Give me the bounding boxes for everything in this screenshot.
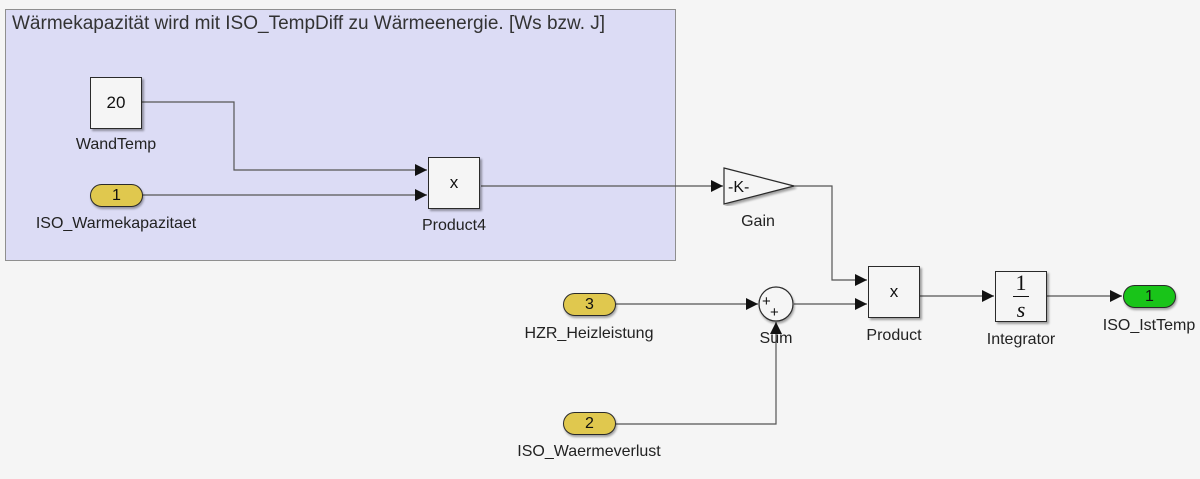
inport-warmekapazitaet[interactable]: 1	[90, 184, 143, 207]
fraction-bar	[1013, 295, 1029, 298]
block-label-heizleistung: HZR_Heizleistung	[524, 325, 654, 342]
block-label-product4: Product4	[421, 217, 487, 234]
outport-isttemp[interactable]: 1	[1123, 285, 1176, 308]
block-label-wandtemp: WandTemp	[75, 136, 157, 153]
port-number: 2	[585, 414, 594, 432]
integrator-transfer-function: 1 s	[1013, 269, 1029, 323]
line-wandtemp-product4[interactable]	[142, 101, 427, 176]
integrator-denominator: s	[1016, 297, 1026, 323]
inport-waermeverlust[interactable]: 2	[563, 412, 616, 435]
product-block-product4[interactable]: x	[428, 157, 480, 209]
block-label-sum: Sum	[759, 330, 793, 347]
block-label-warmekapazitaet: ISO_Warmekapazitaet	[35, 215, 197, 232]
block-label-gain: Gain	[741, 213, 775, 230]
block-label-isttemp: ISO_IstTemp	[1102, 317, 1196, 334]
gain-block[interactable]: -K-	[722, 166, 798, 206]
multiply-icon: x	[449, 173, 459, 192]
gain-symbol: -K-	[728, 179, 749, 196]
inport-heizleistung[interactable]: 3	[563, 293, 616, 316]
sum-sign-1: +	[762, 293, 771, 310]
block-label-waermeverlust: ISO_Waermeverlust	[517, 443, 661, 460]
constant-value: 20	[106, 93, 126, 112]
area-title: Wärmekapazität wird mit ISO_TempDiff zu …	[12, 13, 606, 34]
sum-block[interactable]: + +	[756, 286, 798, 326]
line-waermeverlust-sum[interactable]	[616, 322, 782, 425]
integrator-numerator: 1	[1015, 269, 1027, 295]
port-number: 1	[1145, 287, 1154, 305]
product-block-product[interactable]: x	[868, 266, 920, 318]
multiply-icon: x	[889, 282, 899, 301]
block-label-integrator: Integrator	[986, 331, 1056, 348]
port-number: 1	[112, 186, 121, 204]
sum-sign-2: +	[770, 304, 779, 321]
annotation-area[interactable]: Wärmekapazität wird mit ISO_TempDiff zu …	[5, 9, 676, 261]
port-number: 3	[585, 295, 594, 313]
line-gain-product[interactable]	[793, 185, 867, 286]
block-label-product: Product	[866, 327, 922, 344]
integrator-block[interactable]: 1 s	[995, 271, 1047, 322]
constant-block-wandtemp[interactable]: 20	[90, 77, 142, 129]
